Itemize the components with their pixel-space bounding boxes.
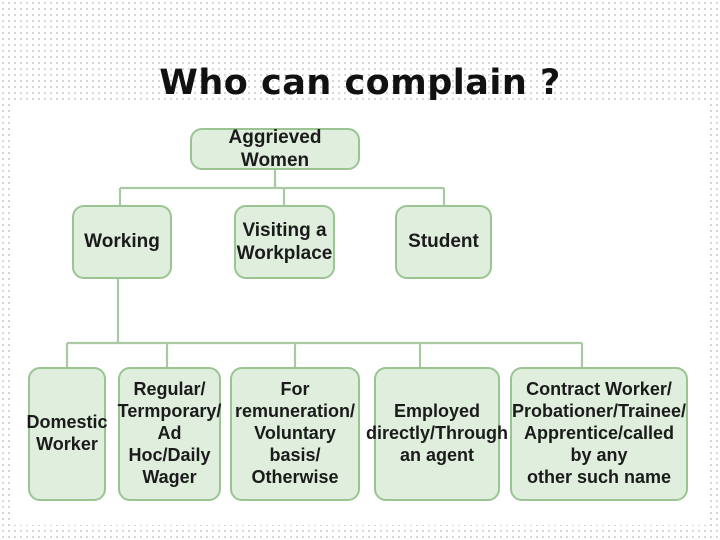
node-student: Student (395, 205, 492, 279)
node-contract-worker: Contract Worker/ Probationer/Trainee/ Ap… (510, 367, 688, 501)
node-regular-temporary: Regular/ Termporary/ Ad Hoc/Daily Wager (118, 367, 221, 501)
node-employed-directly: Employed directly/Through an agent (366, 367, 508, 501)
node-domestic-worker: Domestic Worker (26, 367, 108, 501)
slide-title: Who can complain ? (159, 63, 561, 104)
node-visiting-workplace: Visiting a Workplace (234, 205, 335, 279)
node-aggrieved-women: Aggrieved Women (190, 127, 360, 171)
node-remuneration-voluntary: For remuneration/ Voluntary basis/ Other… (230, 367, 360, 501)
node-working: Working (72, 205, 172, 279)
